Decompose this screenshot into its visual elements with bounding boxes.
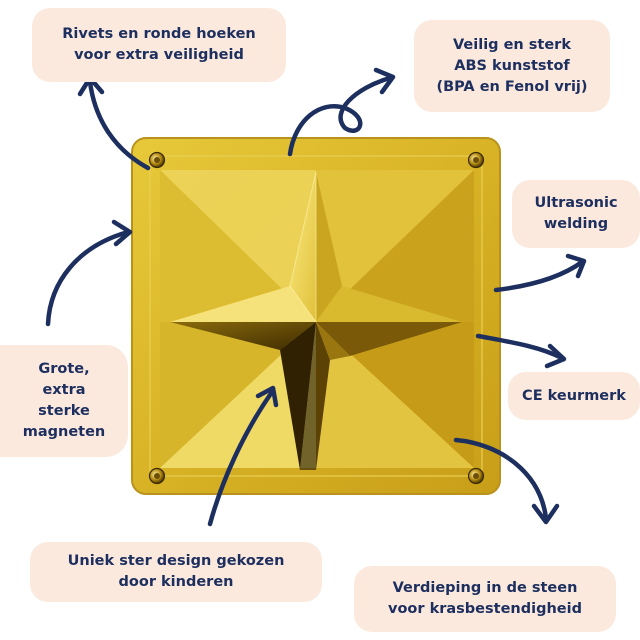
callout-magnets-line3: sterke bbox=[38, 403, 90, 419]
callout-rivets: Rivets en ronde hoeken voor extra veilig… bbox=[32, 8, 286, 82]
callout-abs: Veilig en sterk ABS kunststof (BPA en Fe… bbox=[414, 20, 610, 112]
callout-depth: Verdieping in de steen voor krasbestendi… bbox=[354, 566, 616, 632]
arrow-ce-icon bbox=[475, 333, 567, 369]
arrow-deep-icon bbox=[453, 437, 560, 525]
callout-magnets: Grote, extra sterke magneten bbox=[0, 345, 128, 457]
callout-magnets-line1: Grote, bbox=[38, 361, 90, 377]
callout-rivets-line1: Rivets en ronde hoeken bbox=[62, 26, 256, 42]
callout-ultrasonic: Ultrasonic welding bbox=[512, 180, 640, 248]
callout-ultrasonic-line1: Ultrasonic bbox=[534, 195, 618, 211]
callout-magnets-line4: magneten bbox=[22, 424, 106, 440]
arrow-rivets-icon bbox=[77, 75, 151, 171]
callout-abs-line1: Veilig en sterk bbox=[452, 36, 571, 53]
arrow-star-icon bbox=[207, 385, 279, 527]
callout-star-line1: Uniek ster design gekozen bbox=[67, 553, 285, 569]
callout-deep-line1: Verdieping in de steen bbox=[392, 580, 578, 596]
callout-ce: CE keurmerk bbox=[508, 372, 640, 420]
callout-abs-line2: ABS kunststof bbox=[454, 57, 570, 74]
callout-abs-line3: (BPA en Fenol vrij) bbox=[436, 78, 588, 95]
arrow-ultrasonic-icon bbox=[493, 253, 587, 293]
callout-deep-line2: voor krasbestendigheid bbox=[388, 601, 582, 617]
callout-rivets-line2: voor extra veiligheid bbox=[74, 47, 244, 63]
callout-star-line2: door kinderen bbox=[118, 574, 234, 590]
arrow-abs-icon bbox=[287, 67, 396, 157]
star-emboss bbox=[170, 171, 462, 470]
arrow-magnets-icon bbox=[45, 219, 133, 327]
rivet-icons bbox=[148, 151, 485, 485]
callout-star-design: Uniek ster design gekozen door kinderen bbox=[30, 542, 322, 602]
callout-ultrasonic-line2: welding bbox=[543, 216, 609, 232]
callout-magnets-line2: extra bbox=[42, 382, 86, 398]
callout-ce-line1: CE keurmerk bbox=[522, 387, 626, 404]
